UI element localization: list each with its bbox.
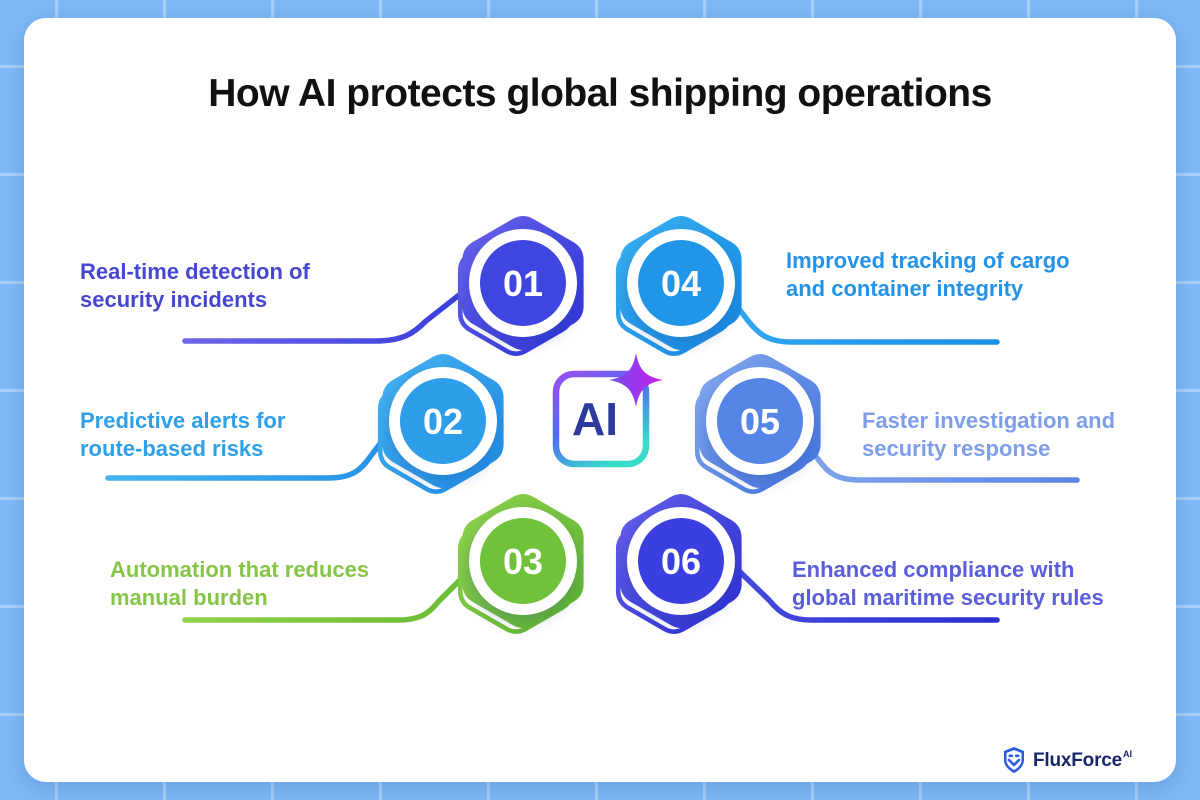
connector-01 — [182, 285, 471, 344]
node-04: 04 — [606, 208, 756, 358]
label-04: Improved tracking of cargo and container… — [786, 248, 1070, 301]
label-06: Enhanced compliance with global maritime… — [792, 557, 1104, 610]
brand-text: FluxForceAI — [1033, 749, 1132, 772]
number-circle — [638, 518, 724, 604]
brand-logo: FluxForceAI — [1002, 746, 1132, 774]
node-06: 06 — [606, 486, 756, 636]
connector-04 — [723, 289, 1000, 345]
node-number: 04 — [661, 263, 701, 304]
node-05: 05 — [685, 346, 835, 496]
connector-03 — [182, 569, 471, 623]
label-02: Predictive alerts for route-based risks — [80, 408, 286, 461]
number-circle — [638, 240, 724, 326]
node-number: 02 — [423, 401, 463, 442]
number-circle — [717, 378, 803, 464]
number-circle — [400, 378, 486, 464]
node-number: 06 — [661, 541, 701, 582]
connector-05 — [791, 427, 1080, 483]
label-03: Automation that reduces manual burden — [110, 557, 370, 610]
sparkle-icon — [609, 353, 663, 407]
connector-02 — [105, 425, 395, 481]
node-01: 01 — [448, 208, 598, 358]
node-number: 01 — [503, 263, 543, 304]
ai-center-badge: AI — [545, 346, 670, 471]
node-number: 05 — [740, 401, 780, 442]
connector-06 — [735, 567, 1000, 623]
number-circle — [480, 518, 566, 604]
page-title: How AI protects global shipping operatio… — [208, 72, 992, 115]
label-05: Faster investigation and security respon… — [862, 408, 1116, 461]
node-03: 03 — [448, 486, 598, 636]
brand-sup: AI — [1123, 748, 1132, 759]
ai-label: AI — [572, 393, 618, 445]
node-02: 02 — [368, 346, 518, 496]
shield-icon — [1004, 747, 1024, 773]
node-number: 03 — [503, 541, 543, 582]
ai-badge-frame — [552, 370, 650, 468]
number-circle — [480, 240, 566, 326]
label-01: Real-time detection of security incident… — [80, 259, 310, 312]
brand-name: FluxForce — [1033, 749, 1122, 771]
